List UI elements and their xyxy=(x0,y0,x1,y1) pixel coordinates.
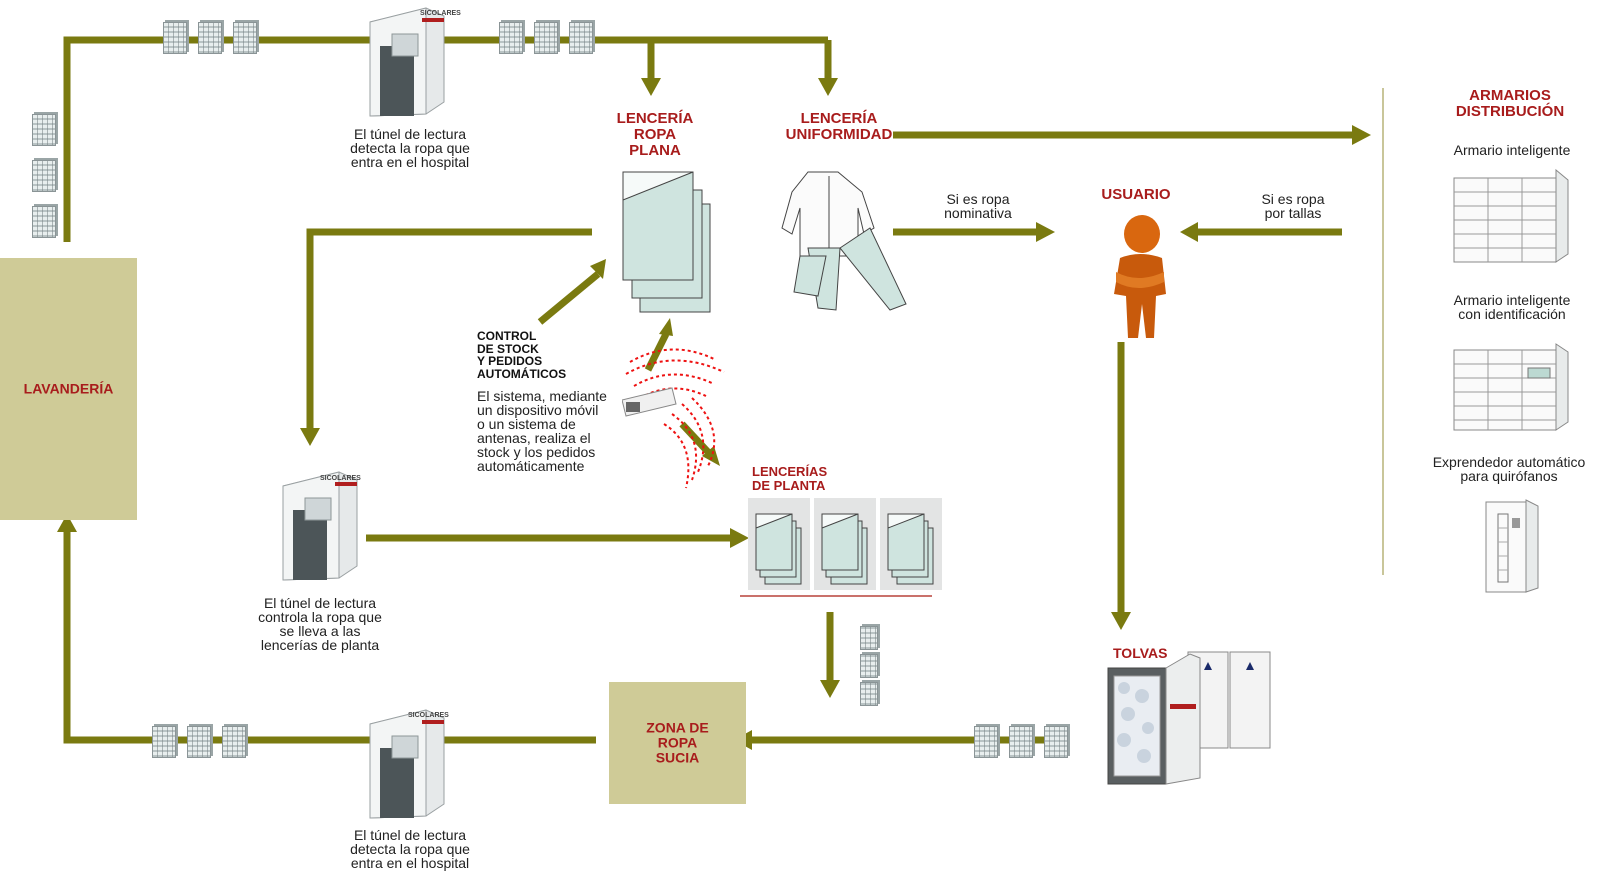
laundry-cart-icon xyxy=(534,22,558,54)
tolvas-heading: TOLVAS xyxy=(1113,645,1168,661)
usuario-heading: USUARIO xyxy=(1101,186,1171,203)
linen-stack-icon xyxy=(887,513,934,585)
zona-ropa-sucia-label: ZONA DE ROPA SUCIA xyxy=(646,719,709,766)
arrowhead-nominativa xyxy=(1036,222,1055,242)
control-stock-body: El sistema, mediante un dispositivo móvi… xyxy=(477,388,607,474)
smart-locker-icon xyxy=(1453,168,1569,263)
arrowhead-rfid-up xyxy=(659,318,673,336)
tunnel-brand-middle: SICOLARES xyxy=(320,475,361,482)
arrowhead-tolvas xyxy=(1111,612,1131,630)
laundry-cart-icon xyxy=(198,22,222,54)
por-tallas-caption: Si es ropa por tallas xyxy=(1261,191,1325,221)
arrowhead-armarios xyxy=(1352,125,1371,145)
arrowhead-plana xyxy=(641,78,661,96)
expendedor-caption: Exprendedor automático para quirófanos xyxy=(1432,454,1586,484)
rfid-reader-icon xyxy=(622,348,725,489)
armario-identificacion-caption: Armario inteligente con identificación xyxy=(1453,292,1571,322)
tunnel-top-caption: El túnel de lectura detecta la ropa que … xyxy=(350,126,470,170)
linen-stack-icon xyxy=(622,171,711,313)
laundry-cart-icon xyxy=(163,22,187,54)
control-stock-title: CONTROL DE STOCK Y PEDIDOS AUTOMÁTICOS xyxy=(477,329,567,381)
uniform-icon xyxy=(781,171,907,311)
arrow-to-middle-tunnel xyxy=(306,228,592,428)
arrow-stock-up xyxy=(537,271,601,325)
arrowhead-stock-up xyxy=(590,259,606,279)
laundry-cart-icon xyxy=(860,682,878,706)
armario-inteligente-caption: Armario inteligente xyxy=(1453,142,1571,158)
linen-stack-icon xyxy=(755,513,802,585)
tunnel-bottom-caption: El túnel de lectura detecta la ropa que … xyxy=(350,827,470,871)
laundry-cart-icon xyxy=(499,22,523,54)
arrowhead-por-tallas xyxy=(1180,222,1198,242)
armarios-distribucion-heading: ARMARIOS DISTRIBUCIÓN xyxy=(1455,87,1565,120)
laundry-cart-icon xyxy=(1044,726,1068,758)
lavanderia-box: LAVANDERÍA xyxy=(0,258,137,520)
laundry-cart-icon xyxy=(1009,726,1033,758)
arrowhead-sucia-down xyxy=(820,680,840,698)
tunnel-brand-top: SICOLARES xyxy=(420,10,461,17)
dispenser-icon xyxy=(1485,499,1539,593)
laundry-cart-icon xyxy=(32,114,56,146)
laundry-cart-icon xyxy=(860,654,878,678)
lenceria-ropa-plana-heading: LENCERÍA ROPA PLANA xyxy=(616,110,694,159)
laundry-cart-icon xyxy=(32,206,56,238)
laundry-cart-icon xyxy=(860,626,878,650)
reading-tunnel-icon xyxy=(369,7,445,117)
zona-ropa-sucia-box: ZONA DE ROPA SUCIA xyxy=(609,682,746,804)
laundry-cart-icon xyxy=(974,726,998,758)
nominativa-caption: Si es ropa nominativa xyxy=(944,191,1012,221)
user-figure-icon xyxy=(1114,215,1166,338)
lenceria-uniformidad-heading: LENCERÍA UNIFORMIDAD xyxy=(785,110,893,143)
laundry-cart-icon xyxy=(233,22,257,54)
hopper-bins-icon xyxy=(1107,651,1271,785)
laundry-cart-icon xyxy=(187,726,211,758)
linen-stack-icon xyxy=(821,513,868,585)
lencerias-de-planta-heading: LENCERÍAS DE PLANTA xyxy=(752,464,828,493)
tunnel-brand-bottom: SICOLARES xyxy=(408,712,449,719)
laundry-cart-icon xyxy=(222,726,246,758)
lavanderia-label: LAVANDERÍA xyxy=(23,380,114,397)
arrow-rfid-up xyxy=(644,332,670,372)
arrowhead-plantas xyxy=(730,528,749,548)
laundry-cart-icon xyxy=(32,160,56,192)
tunnel-middle-caption: El túnel de lectura controla la ropa que… xyxy=(258,595,382,653)
laundry-cart-icon xyxy=(152,726,176,758)
arrowhead-uniformidad xyxy=(818,78,838,96)
laundry-cart-icon xyxy=(569,22,593,54)
arrowhead-middle-tunnel xyxy=(300,428,320,446)
reading-tunnel-icon xyxy=(369,709,445,819)
arrowhead-lavanderia xyxy=(57,514,77,532)
smart-locker-icon xyxy=(1453,343,1569,431)
arrowhead-rfid-down xyxy=(702,446,720,466)
reading-tunnel-icon xyxy=(282,471,358,581)
